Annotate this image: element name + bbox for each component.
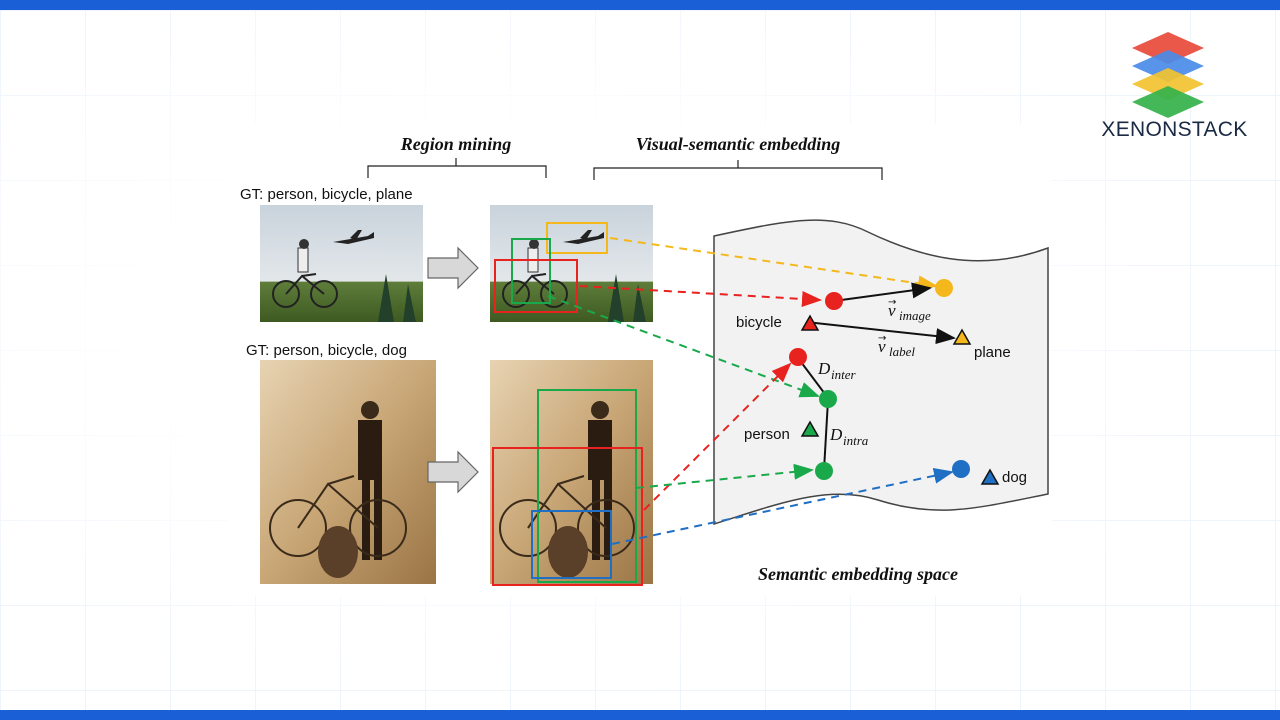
heading-region-mining: Region mining xyxy=(400,134,512,154)
semantic-space-sheet xyxy=(713,219,1049,526)
heading-semantic-space: Semantic embedding space xyxy=(758,564,958,584)
arrow-bottom-icon xyxy=(427,450,479,494)
point-bicycle-image-2 xyxy=(789,348,807,366)
svg-text:D: D xyxy=(817,359,831,378)
point-person-image xyxy=(819,390,837,408)
diagram-figure: Region mining Visual-semantic embedding … xyxy=(228,124,1052,596)
point-bicycle-image xyxy=(825,292,843,310)
region-box-bicycle-bottom xyxy=(492,447,643,586)
svg-text:D: D xyxy=(829,425,843,444)
xenonstack-logo-icon xyxy=(1132,32,1204,118)
diagram-canvas: Region mining Visual-semantic embedding … xyxy=(240,134,1049,586)
gt-top-label: GT: person, bicycle, plane xyxy=(240,186,413,203)
svg-text:intra: intra xyxy=(843,433,869,448)
point-person-image-2 xyxy=(815,462,833,480)
vector-label xyxy=(805,321,956,345)
heading-visual-semantic: Visual-semantic embedding xyxy=(636,134,841,154)
brace-visual-semantic xyxy=(593,160,883,180)
label-plane: plane xyxy=(974,344,1011,361)
label-triangle-person xyxy=(800,420,820,437)
logo-layer-green xyxy=(1132,86,1204,118)
label-person: person xyxy=(744,426,790,443)
logo-layer-yellow xyxy=(1132,68,1204,100)
label-dog: dog xyxy=(1002,469,1027,486)
svg-text:→: → xyxy=(888,297,896,308)
vector-image xyxy=(833,282,932,302)
link-bicycle-top xyxy=(579,285,822,307)
label-triangle-bicycle xyxy=(800,314,820,331)
svg-text:inter: inter xyxy=(831,367,856,382)
photo-cyclist-plane xyxy=(260,205,423,322)
svg-text:v: v xyxy=(878,337,886,356)
brace-region-mining xyxy=(367,158,547,178)
logo-layer-red xyxy=(1132,32,1204,64)
math-v-label: v → label xyxy=(878,333,915,359)
link-person-bottom xyxy=(635,463,814,489)
math-v-image: v → image xyxy=(888,297,931,323)
label-triangle-plane xyxy=(952,328,972,345)
logo-layer-blue xyxy=(1132,50,1204,82)
region-box-person-bottom xyxy=(537,389,637,583)
photo-cyclist-plane-regions xyxy=(490,205,653,322)
bottom-accent-bar xyxy=(0,710,1280,720)
top-accent-bar xyxy=(0,0,1280,10)
distance-intra xyxy=(823,399,829,471)
link-dog xyxy=(611,467,954,545)
region-box-person-top xyxy=(511,238,551,304)
point-dog-image xyxy=(952,460,970,478)
svg-text:image: image xyxy=(899,308,931,323)
gt-bottom-label: GT: person, bicycle, dog xyxy=(246,342,407,359)
label-bicycle: bicycle xyxy=(736,314,782,331)
arrow-top-icon xyxy=(427,246,479,290)
label-triangle-dog xyxy=(980,468,1000,485)
brand-name: XENONSTACK xyxy=(1101,118,1248,141)
region-box-dog xyxy=(531,510,612,579)
region-box-bicycle-top xyxy=(494,259,578,313)
photo-man-bicycle-dog xyxy=(260,360,436,584)
distance-inter xyxy=(797,357,829,399)
svg-text:label: label xyxy=(889,344,915,359)
math-d-inter: D inter xyxy=(817,359,856,382)
photo-man-bicycle-dog-regions xyxy=(490,360,653,586)
svg-text:→: → xyxy=(878,333,886,344)
point-plane-image xyxy=(935,279,953,297)
svg-text:v: v xyxy=(888,301,896,320)
math-d-intra: D intra xyxy=(829,425,869,448)
